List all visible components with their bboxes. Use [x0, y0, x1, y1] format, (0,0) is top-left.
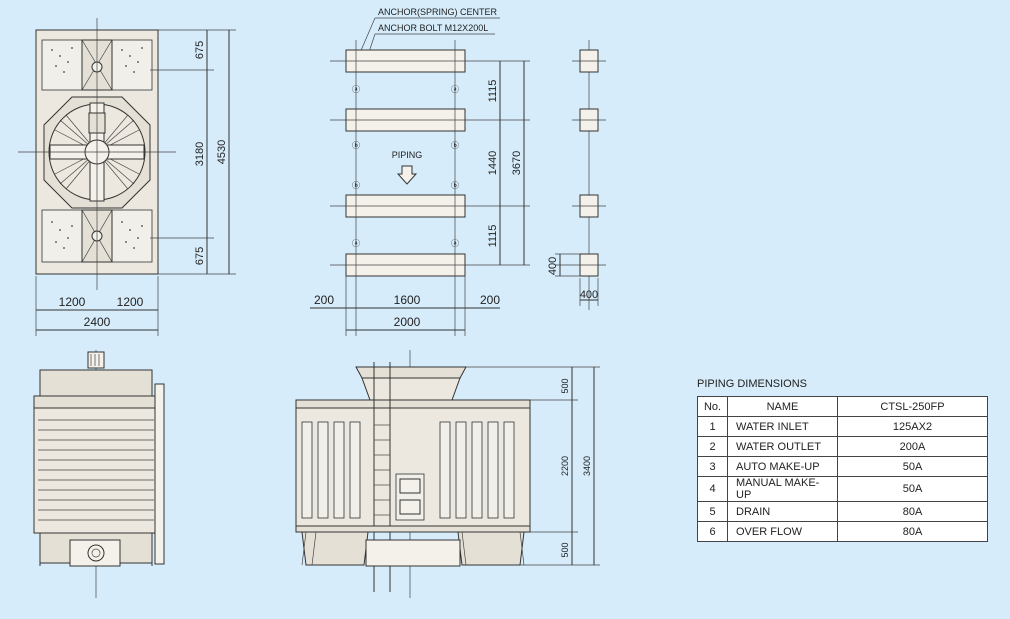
cell-name: DRAIN	[727, 501, 838, 522]
label-anchor-center: ANCHOR(SPRING) CENTER	[378, 7, 498, 17]
label-anchor-bolt: ANCHOR BOLT M12X200L	[378, 23, 488, 33]
dim-plan-half-left: 1200	[59, 295, 86, 309]
cell-no: 6	[697, 521, 728, 542]
dim-detail-h: 400	[547, 257, 559, 275]
cell-name: WATER INLET	[727, 416, 838, 437]
cell-no: 3	[697, 456, 728, 477]
cell-no: 2	[697, 436, 728, 457]
arrow-down-icon	[396, 165, 418, 185]
mark-a-3: ⓐ	[352, 239, 360, 248]
mark-b-1: ⓑ	[352, 141, 360, 150]
table-header-row: No. NAME CTSL-250FP	[697, 396, 988, 417]
col-model-header: CTSL-250FP	[837, 396, 988, 417]
mark-a-2: ⓐ	[451, 85, 459, 94]
cell-name: OVER FLOW	[727, 521, 838, 542]
dim-plan-top: 675	[194, 41, 206, 59]
dim-front-mid: 2200	[560, 456, 570, 476]
mark-b-2: ⓑ	[451, 141, 459, 150]
cell-name: MANUAL MAKE-UP	[727, 476, 838, 502]
dim-front-top: 500	[560, 378, 570, 393]
anchor-plan: ANCHOR(SPRING) CENTER ANCHOR BOLT M12X20…	[310, 7, 530, 336]
cell-size: 80A	[837, 501, 988, 522]
dim-plan-half-right: 1200	[117, 295, 144, 309]
mark-b-4: ⓑ	[451, 181, 459, 190]
plan-view: 675 3180 675 4530 1200 1200 2400	[18, 18, 236, 336]
mark-a-1: ⓐ	[352, 85, 360, 94]
cell-no: 4	[697, 476, 728, 502]
cell-size: 125AX2	[837, 416, 988, 437]
dim-plan-mid: 3180	[194, 142, 206, 166]
dim-anchor-total: 3670	[511, 151, 523, 175]
dim-anchor-mid: 1600	[394, 293, 421, 307]
cell-size: 50A	[837, 476, 988, 502]
dim-anchor-d2: 1440	[487, 151, 499, 175]
dim-detail-w: 400	[580, 289, 598, 301]
table-title: PIPING DIMENSIONS	[697, 378, 808, 390]
side-elevation	[33, 350, 165, 598]
cell-name: AUTO MAKE-UP	[727, 456, 838, 477]
dim-plan-total-h: 4530	[216, 140, 228, 164]
dim-plan-bottom: 675	[194, 247, 206, 265]
label-piping: PIPING	[392, 150, 423, 160]
dim-front-total: 3400	[582, 456, 592, 476]
front-elevation: 500 2200 500 3400	[295, 350, 600, 598]
dim-anchor-total-w: 2000	[394, 315, 421, 329]
col-no-header: No.	[697, 396, 728, 417]
mark-a-4: ⓐ	[451, 239, 459, 248]
dim-front-bottom: 500	[560, 542, 570, 557]
dim-plan-total-w: 2400	[84, 315, 111, 329]
cell-size: 80A	[837, 521, 988, 542]
cell-size: 50A	[837, 456, 988, 477]
dim-anchor-d1: 1115	[487, 80, 499, 103]
dim-anchor-d3: 1115	[487, 225, 499, 248]
cell-name: WATER OUTLET	[727, 436, 838, 457]
cell-size: 200A	[837, 436, 988, 457]
cell-no: 5	[697, 501, 728, 522]
side-detail: 400 400	[547, 40, 606, 310]
mark-b-3: ⓑ	[352, 181, 360, 190]
cell-no: 1	[697, 416, 728, 437]
dim-anchor-left: 200	[314, 293, 334, 307]
col-name-header: NAME	[727, 396, 838, 417]
dim-anchor-right: 200	[480, 293, 500, 307]
